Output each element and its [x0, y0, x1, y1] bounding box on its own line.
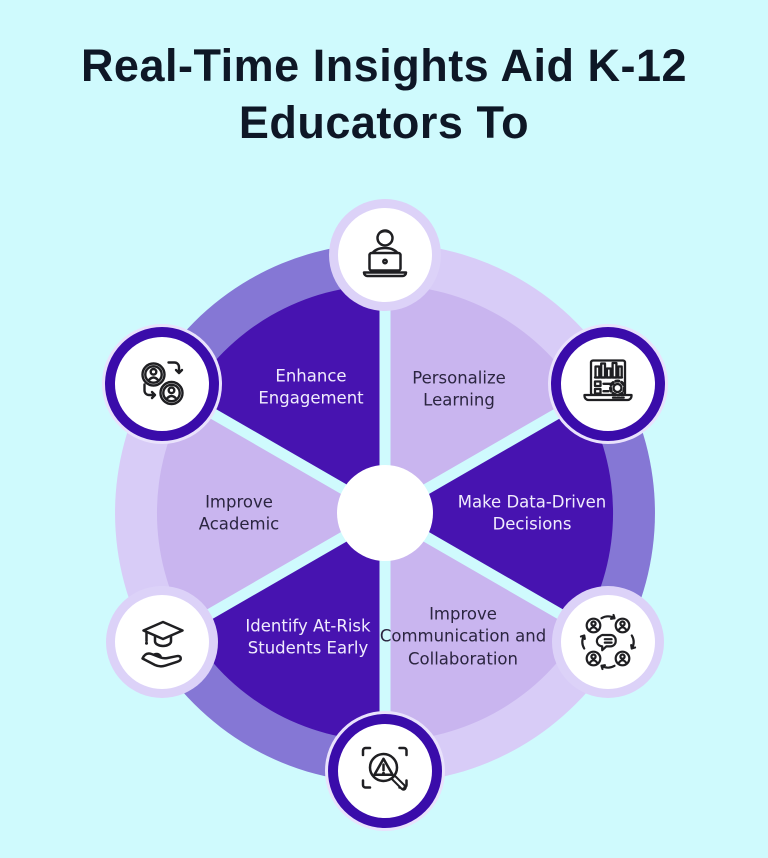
page-title: Real-Time Insights Aid K-12 Educators To	[0, 38, 768, 151]
analytics-laptop-icon	[548, 324, 668, 444]
segment-label-personalize-learning: Personalize Learning	[412, 368, 506, 410]
segment-enhance-engagement	[187, 285, 385, 513]
communication-group-icon	[552, 586, 664, 698]
segment-label-make-data-driven-decisions: Make Data-Driven Decisions	[457, 492, 607, 534]
page-title-line1: Real-Time Insights Aid K-12	[80, 40, 688, 91]
segment-improve-academic	[156, 399, 385, 627]
segment-label-identify-at-risk: Identify At-Risk Students Early	[245, 616, 371, 658]
segment-label-improve-communication: Improve Communication and Collaboration	[379, 604, 547, 669]
segment-improve-communication	[385, 513, 583, 742]
segment-make-data-driven	[385, 399, 614, 627]
segment-personalize-learning	[385, 285, 583, 513]
wheel-segments	[156, 285, 614, 742]
segment-identify-at-risk	[187, 513, 385, 741]
segment-label-improve-academic: Improve Academic	[198, 492, 280, 534]
segment-label-enhance-engagement: Enhance Engagement	[258, 366, 364, 408]
page-title-line2: Educators To	[238, 96, 530, 148]
educator-at-laptop-icon	[329, 199, 441, 311]
risk-detection-magnifier-icon	[325, 711, 445, 831]
wheel-hub	[337, 465, 433, 561]
user-exchange-icon	[102, 324, 222, 444]
graduation-cap-hand-icon	[106, 586, 218, 698]
